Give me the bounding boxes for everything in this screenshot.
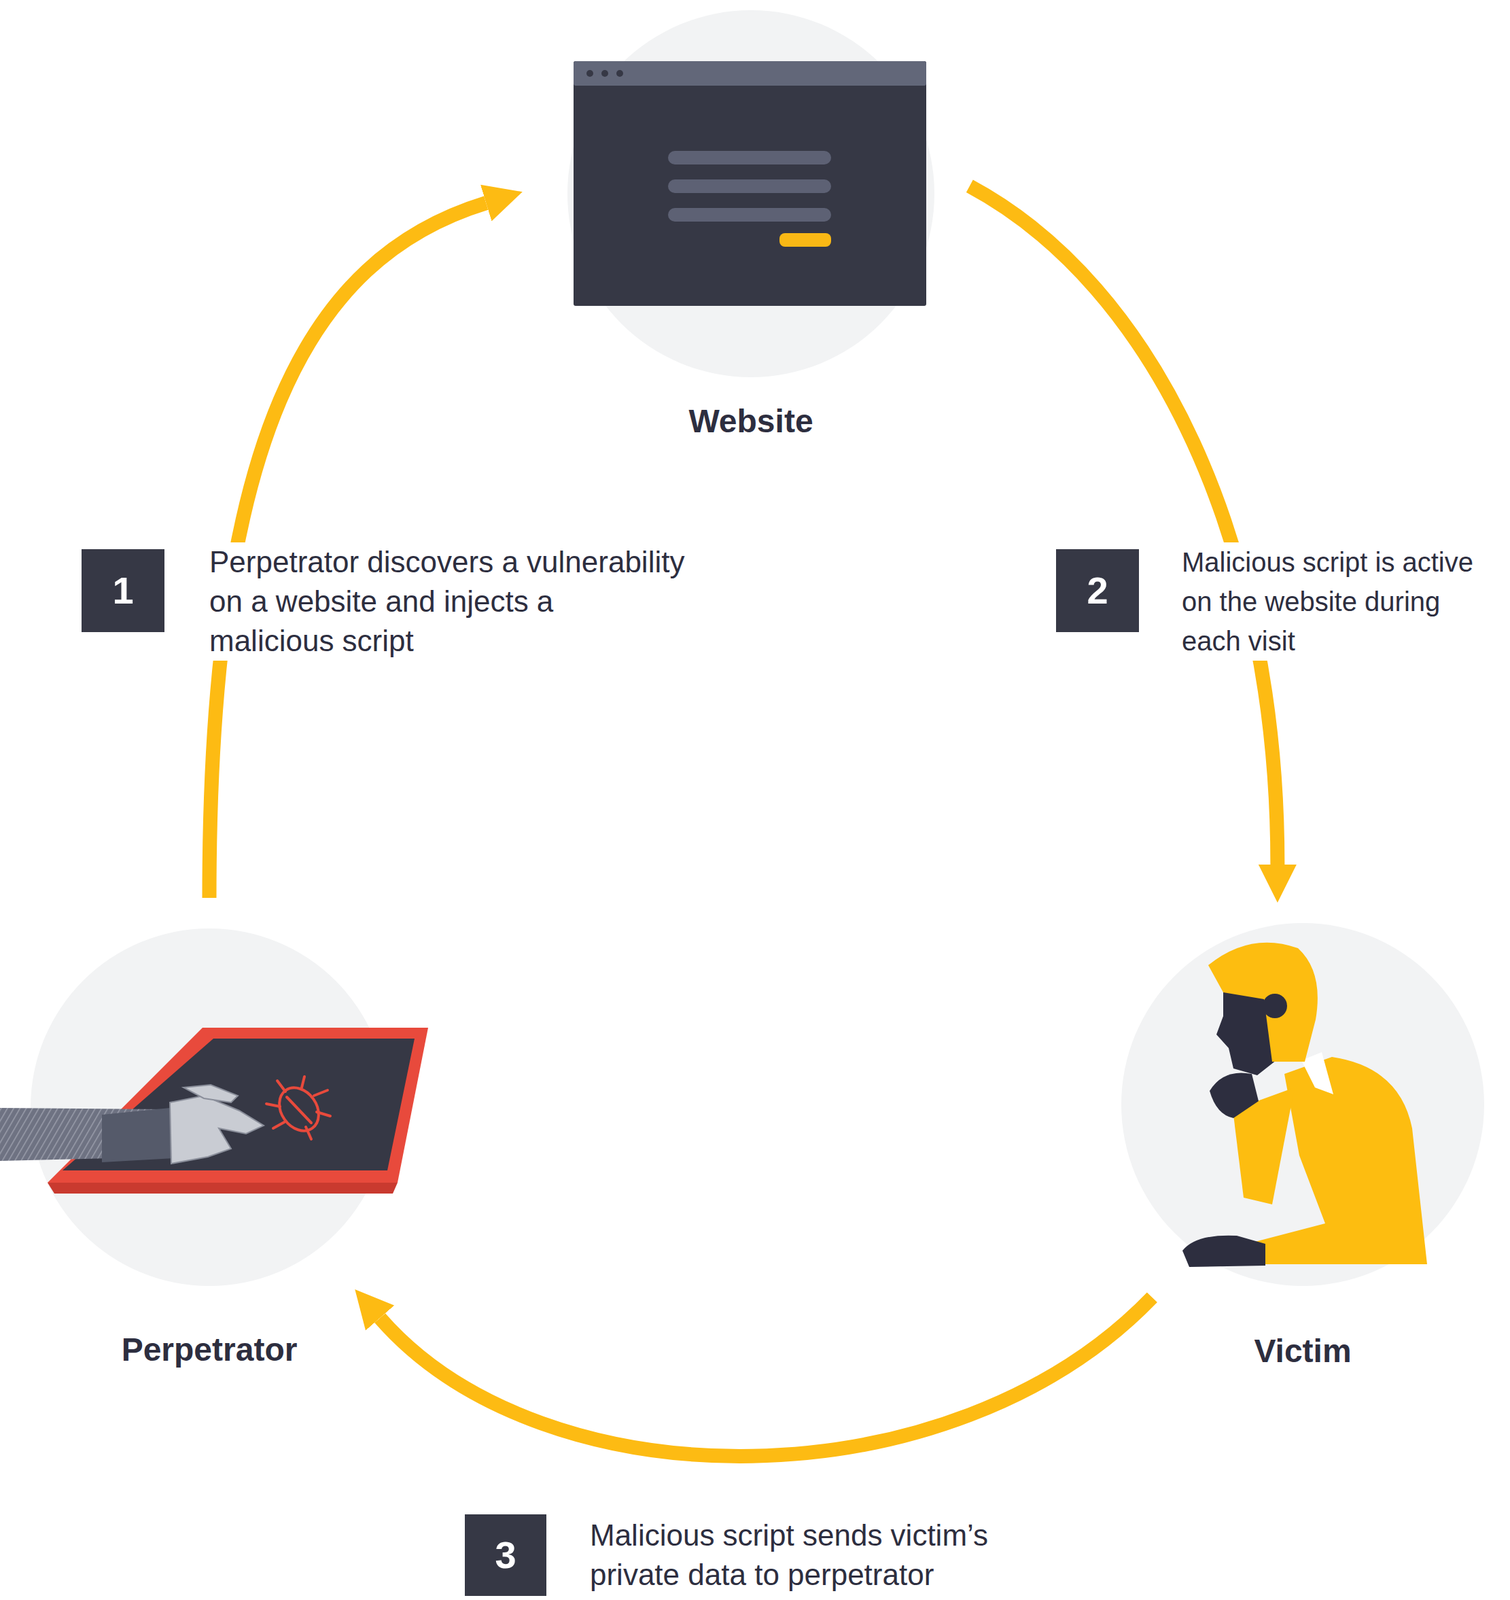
callout-number: 1 (112, 570, 134, 611)
node-label: Perpetrator (121, 1330, 298, 1369)
callout-box: 2 (1056, 549, 1139, 632)
browser-window (573, 61, 927, 306)
backdrop-circle (567, 10, 935, 378)
callout-number: 2 (1086, 570, 1108, 611)
circle-outline (1121, 922, 1485, 1286)
step-description: Malicious script sends victim’s private … (587, 1515, 1089, 1595)
node-label: Website (688, 402, 813, 441)
connector-arrow (379, 1297, 1152, 1457)
node-circle: Victim (1121, 922, 1485, 1286)
callout-number: 3 (494, 1534, 516, 1576)
callout-box: 3 (464, 1514, 547, 1596)
callout-box: 1 (81, 549, 165, 632)
node-label: Victim (1253, 1331, 1351, 1371)
victim-figure (1182, 942, 1428, 1267)
circle-outline (30, 928, 389, 1286)
node-circle: Website (567, 10, 935, 378)
step-description: Malicious script is active on the websit… (1179, 542, 1510, 661)
hacker-arm (0, 1084, 264, 1164)
node-circle: Perpetrator (30, 928, 389, 1286)
connector-arrow (969, 186, 1278, 865)
backdrop-circle (1121, 922, 1485, 1286)
step-description: Perpetrator discovers a vulnerability on… (206, 542, 688, 661)
circle-outline (567, 10, 935, 378)
